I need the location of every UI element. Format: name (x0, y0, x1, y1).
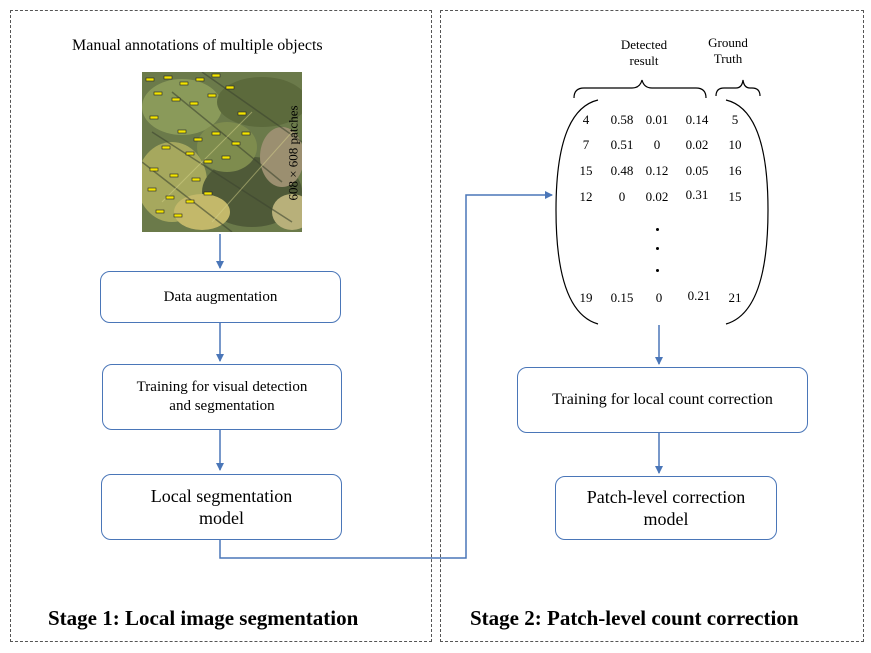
matrix-cell: 21 (728, 290, 742, 305)
matrix-cell: 0.58 (610, 112, 634, 127)
detected-result-header: Detected result (604, 37, 684, 68)
matrix-cell: 0 (618, 189, 626, 204)
matrix-cell: 19 (579, 290, 593, 305)
brace-truth (715, 79, 761, 97)
detected-header-line1: Detected (620, 37, 668, 52)
matrix-cell: 0.05 (685, 163, 709, 178)
matrix-cell: 0.15 (610, 290, 634, 305)
correction-model-line1: Patch-level correction (586, 486, 746, 507)
local-segmentation-model-box: Local segmentation model (101, 474, 342, 540)
ellipsis-dot (656, 269, 659, 272)
matrix-right-paren (725, 99, 769, 325)
training-count-correction-box: Training for local count correction (517, 367, 808, 433)
matrix-cell: 0.01 (645, 112, 669, 127)
data-augmentation-label: Data augmentation (163, 288, 278, 305)
data-augmentation-box: Data augmentation (100, 271, 341, 323)
matrix-cell: 0.14 (685, 112, 709, 127)
matrix-cell: 0 (653, 137, 661, 152)
ellipsis-dot (656, 228, 659, 231)
matrix-cell: 5 (731, 112, 739, 127)
detected-header-line2: result (629, 52, 659, 68)
matrix-cell: 0.48 (610, 163, 634, 178)
matrix-cell: 4 (582, 112, 590, 127)
stage-1-panel (10, 10, 432, 642)
truth-header-line2: Truth (713, 50, 743, 66)
truth-header-line1: Ground (708, 35, 748, 50)
ellipsis-dot (656, 247, 659, 250)
arrow-model-to-matrix (219, 191, 553, 559)
matrix-cell: 0.51 (610, 137, 634, 152)
matrix-cell: 0.12 (645, 163, 669, 178)
matrix-cell: 0.02 (685, 137, 709, 152)
correction-model-line2: model (643, 509, 689, 529)
patch-size-label: 608 × 608 patches (285, 105, 301, 201)
annotation-caption: Manual annotations of multiple objects (72, 37, 323, 54)
matrix-cell: 0 (655, 290, 663, 305)
matrix-cell: 0.31 (685, 187, 709, 202)
annotated-aerial-image (142, 72, 302, 232)
patch-level-correction-model-box: Patch-level correction model (555, 476, 777, 540)
training-count-correction-label: Training for local count correction (552, 391, 773, 408)
training-detection-label-line2: and segmentation (169, 398, 275, 414)
stage-2-title: Stage 2: Patch-level count correction (470, 606, 799, 630)
matrix-cell: 10 (728, 137, 742, 152)
matrix-left-paren (555, 99, 599, 325)
stage-1-title: Stage 1: Local image segmentation (48, 606, 359, 630)
local-segmentation-model-line2: model (199, 508, 244, 528)
brace-detected (573, 79, 707, 99)
training-detection-label-line1: Training for visual detection (136, 379, 308, 396)
matrix-cell: 0.02 (645, 189, 669, 204)
matrix-cell: 12 (579, 189, 593, 204)
stage-2-panel (440, 10, 864, 642)
matrix-cell: 15 (579, 163, 593, 178)
matrix-cell: 0.21 (687, 288, 711, 303)
ground-truth-header: Ground Truth (698, 35, 758, 66)
matrix-cell: 16 (728, 163, 742, 178)
training-detection-segmentation-box: Training for visual detection and segmen… (102, 364, 342, 430)
matrix-cell: 15 (728, 189, 742, 204)
local-segmentation-model-line1: Local segmentation (150, 485, 293, 506)
matrix-cell: 7 (582, 137, 590, 152)
